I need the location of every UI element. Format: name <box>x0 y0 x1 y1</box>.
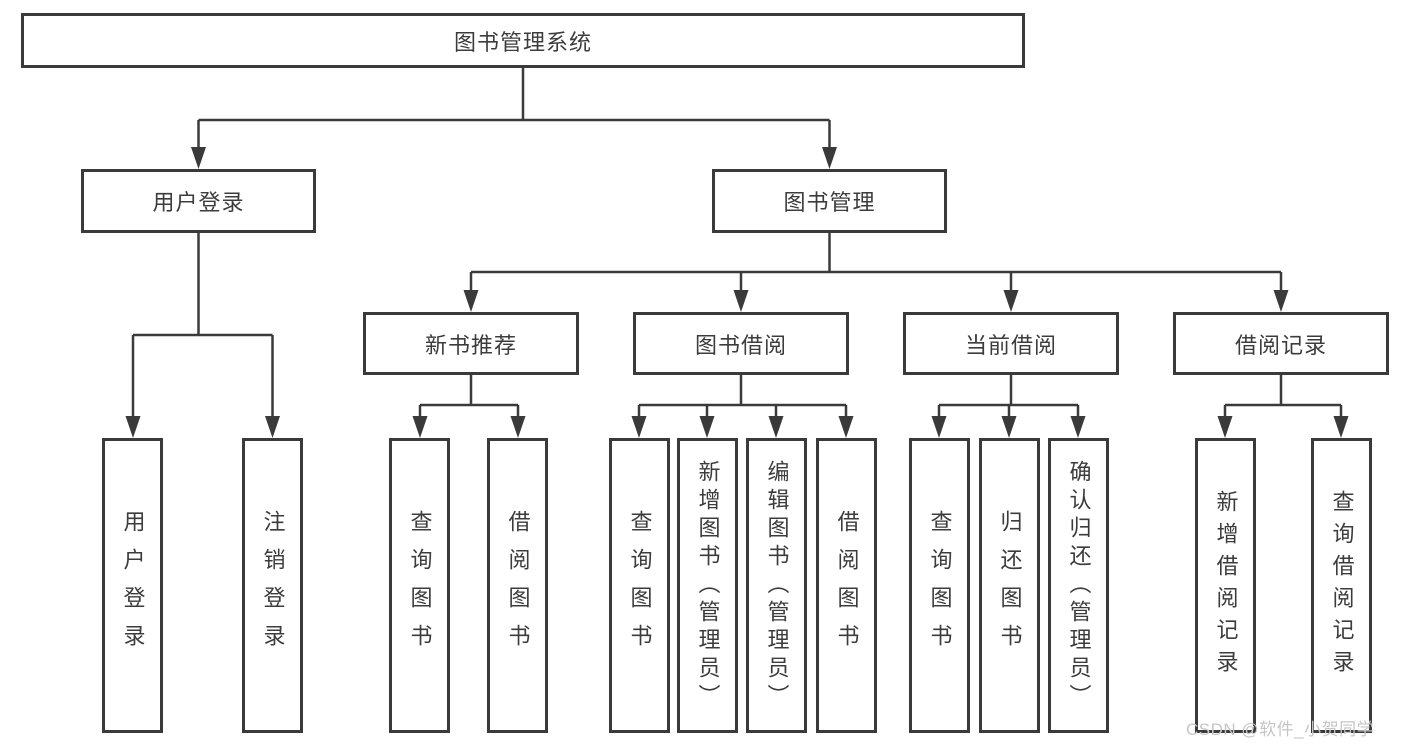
node-bb-query-book: 查询图书 <box>609 438 670 733</box>
arrowhead-icon <box>699 416 715 438</box>
node-br-add-record-label: 新增借阅记录 <box>1213 489 1239 682</box>
arrowhead-icon <box>931 416 947 438</box>
node-book-borrow: 图书借阅 <box>633 312 849 375</box>
node-cb-query-book: 查询图书 <box>909 438 970 733</box>
node-br-query-record-label: 查询借阅记录 <box>1329 489 1355 682</box>
node-br-query-record: 查询借阅记录 <box>1311 438 1372 733</box>
node-borrow-record-label: 借阅记录 <box>1234 332 1327 358</box>
node-bb-add-book-admin: 新增图书（管理员） <box>677 438 738 733</box>
node-leaf-logout-login: 注销登录 <box>242 438 303 733</box>
arrowhead-icon <box>631 416 647 438</box>
arrowhead-icon <box>1070 416 1086 438</box>
node-leaf-logout-login-label: 注销登录 <box>260 509 286 662</box>
node-book-management-label: 图书管理 <box>783 190 876 215</box>
node-cb-return-book-label: 归还图书 <box>997 509 1023 662</box>
arrowhead-icon <box>1217 416 1233 438</box>
arrowhead-icon <box>733 290 749 312</box>
node-book-borrow-label: 图书借阅 <box>694 332 787 358</box>
node-root: 图书管理系统 <box>21 13 1025 68</box>
node-bb-edit-book-admin: 编辑图书（管理员） <box>746 438 807 733</box>
node-leaf-user-login: 用户登录 <box>102 438 163 733</box>
node-bb-edit-book-admin-label: 编辑图书（管理员） <box>764 459 790 712</box>
node-current-borrow-label: 当前借阅 <box>964 332 1057 358</box>
arrowhead-icon <box>838 416 854 438</box>
node-leaf-user-login-label: 用户登录 <box>120 509 146 662</box>
node-bb-borrow-book-label: 借阅图书 <box>834 509 860 662</box>
node-nbr-query-book: 查询图书 <box>389 438 450 733</box>
node-new-book-recommend: 新书推荐 <box>363 312 579 375</box>
arrowhead-icon <box>1333 416 1349 438</box>
arrowhead-icon <box>768 416 784 438</box>
arrowhead-icon <box>125 416 141 438</box>
node-root-label: 图书管理系统 <box>453 29 592 55</box>
node-br-add-record: 新增借阅记录 <box>1195 438 1256 733</box>
node-bb-query-book-label: 查询图书 <box>627 509 653 662</box>
arrowhead-icon <box>822 147 837 169</box>
node-current-borrow: 当前借阅 <box>903 312 1119 375</box>
arrowhead-icon <box>1001 416 1017 438</box>
node-bb-borrow-book: 借阅图书 <box>816 438 877 733</box>
arrowhead-icon <box>463 290 479 312</box>
node-user-login-label: 用户登录 <box>152 190 245 215</box>
node-nbr-query-book-label: 查询图书 <box>407 509 433 662</box>
arrowhead-icon <box>265 416 280 438</box>
node-book-management: 图书管理 <box>712 169 947 233</box>
node-new-book-recommend-label: 新书推荐 <box>424 332 517 358</box>
watermark: CSDN @软件_小贺同学 <box>1186 720 1375 739</box>
node-user-login: 用户登录 <box>81 169 316 233</box>
arrowhead-icon <box>191 147 206 169</box>
node-cb-confirm-return-admin: 确认归还（管理员） <box>1048 438 1109 733</box>
arrowhead-icon <box>510 416 526 438</box>
node-cb-query-book-label: 查询图书 <box>927 509 953 662</box>
node-cb-confirm-return-admin-label: 确认归还（管理员） <box>1066 459 1092 712</box>
arrowhead-icon <box>1003 290 1019 312</box>
node-borrow-record: 借阅记录 <box>1173 312 1389 375</box>
node-nbr-borrow-book: 借阅图书 <box>487 438 548 733</box>
arrowhead-icon <box>1273 290 1289 312</box>
node-cb-return-book: 归还图书 <box>979 438 1040 733</box>
node-bb-add-book-admin-label: 新增图书（管理员） <box>695 459 721 712</box>
node-nbr-borrow-book-label: 借阅图书 <box>505 509 531 662</box>
arrowhead-icon <box>412 416 428 438</box>
